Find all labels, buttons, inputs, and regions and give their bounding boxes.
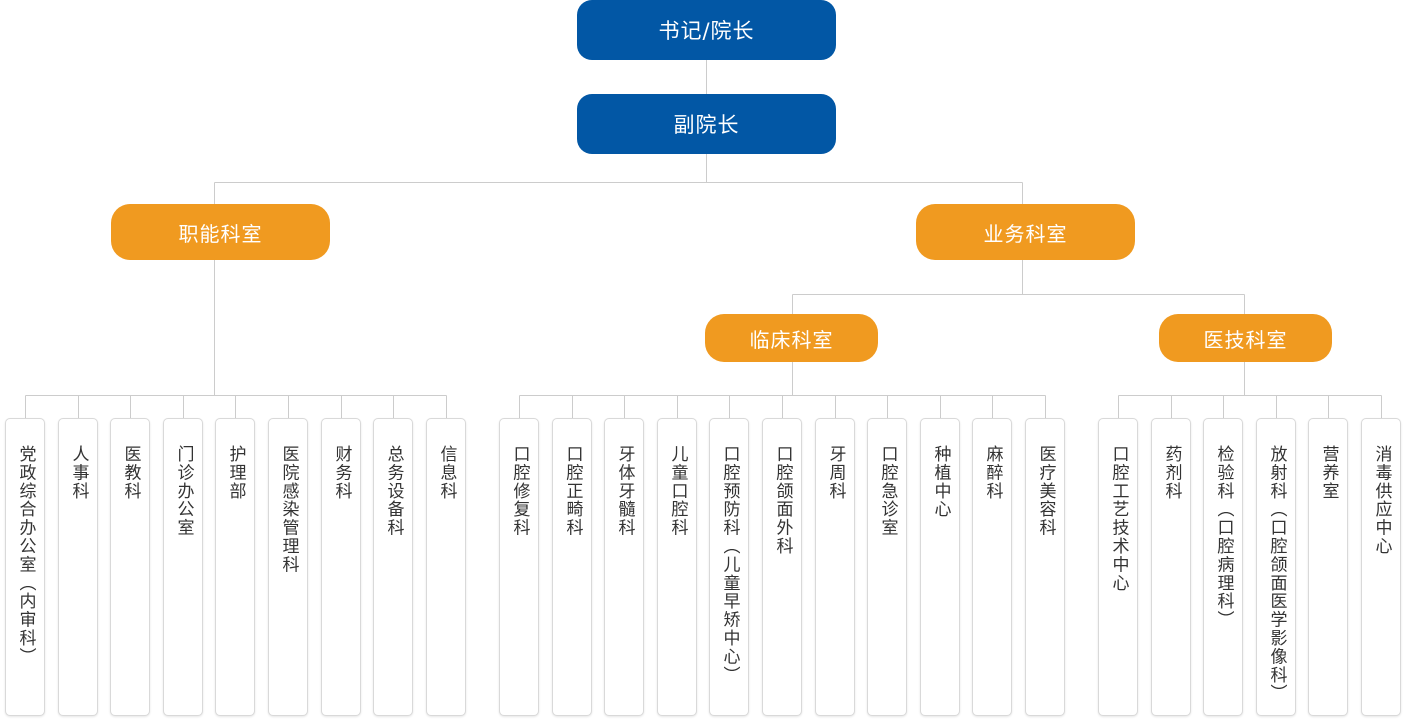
department-label: 药剂科: [1161, 445, 1182, 501]
node-secretary-president: 书记/院长: [577, 0, 836, 60]
department-label: 口腔修复科: [509, 445, 530, 537]
department-label: 检验科（口腔病理科）: [1213, 445, 1234, 629]
clinical-department-item: 牙体牙髓科: [604, 418, 644, 716]
clinical-department-item: 儿童口腔科: [657, 418, 697, 716]
department-label: 儿童口腔科: [667, 445, 688, 537]
department-label: 牙体牙髓科: [614, 445, 635, 537]
department-label: 口腔工艺技术中心: [1108, 445, 1129, 593]
department-label: 口腔颌面外科: [772, 445, 793, 556]
department-label: 财务科: [331, 445, 352, 501]
node-vice-president: 副院长: [577, 94, 836, 154]
department-label: 口腔预防科（儿童早矫中心）: [719, 445, 740, 685]
medtech-department-item: 消毒供应中心: [1361, 418, 1401, 716]
clinical-department-item: 牙周科: [815, 418, 855, 716]
clinical-department-item: 口腔颌面外科: [762, 418, 802, 716]
clinical-department-item: 口腔预防科（儿童早矫中心）: [709, 418, 749, 716]
node-functional-departments-label: 职能科室: [178, 221, 263, 246]
functional-department-item: 医教科: [110, 418, 150, 716]
functional-department-item: 信息科: [426, 418, 466, 716]
department-label: 麻醉科: [982, 445, 1003, 501]
node-clinical-departments-label: 临床科室: [749, 327, 834, 352]
node-vice-president-label: 副院长: [673, 113, 740, 137]
clinical-department-item: 口腔正畸科: [552, 418, 592, 716]
department-label: 信息科: [436, 445, 457, 501]
department-label: 营养室: [1318, 445, 1339, 501]
department-label: 护理部: [225, 445, 246, 501]
clinical-department-item: 口腔急诊室: [867, 418, 907, 716]
department-label: 放射科（口腔颌面医学影像科）: [1266, 445, 1287, 703]
clinical-department-item: 口腔修复科: [499, 418, 539, 716]
clinical-department-item: 麻醉科: [972, 418, 1012, 716]
medtech-department-item: 营养室: [1308, 418, 1348, 716]
department-label: 总务设备科: [383, 445, 404, 537]
department-label: 医教科: [120, 445, 141, 501]
department-label: 医院感染管理科: [278, 445, 299, 574]
department-label: 门诊办公室: [173, 445, 194, 537]
functional-department-item: 党政综合办公室（内审科）: [5, 418, 45, 716]
medtech-department-item: 放射科（口腔颌面医学影像科）: [1256, 418, 1296, 716]
node-functional-departments: 职能科室: [111, 204, 330, 260]
department-label: 人事科: [68, 445, 89, 501]
node-business-departments: 业务科室: [916, 204, 1135, 260]
department-label: 医疗美容科: [1035, 445, 1056, 537]
node-medtech-departments-label: 医技科室: [1203, 327, 1288, 352]
node-clinical-departments: 临床科室: [705, 314, 878, 362]
department-label: 口腔急诊室: [877, 445, 898, 537]
department-label: 种植中心: [930, 445, 951, 519]
department-label: 党政综合办公室（内审科）: [15, 445, 36, 666]
node-medtech-departments: 医技科室: [1159, 314, 1332, 362]
functional-department-item: 总务设备科: [373, 418, 413, 716]
medtech-department-item: 药剂科: [1151, 418, 1191, 716]
functional-department-item: 门诊办公室: [163, 418, 203, 716]
functional-department-item: 医院感染管理科: [268, 418, 308, 716]
node-secretary-president-label: 书记/院长: [658, 19, 755, 43]
medtech-department-item: 检验科（口腔病理科）: [1203, 418, 1243, 716]
functional-department-item: 人事科: [58, 418, 98, 716]
node-business-departments-label: 业务科室: [983, 221, 1068, 246]
clinical-department-item: 种植中心: [920, 418, 960, 716]
functional-department-item: 护理部: [215, 418, 255, 716]
department-label: 消毒供应中心: [1371, 445, 1392, 556]
department-label: 口腔正畸科: [562, 445, 583, 537]
functional-department-item: 财务科: [321, 418, 361, 716]
department-label: 牙周科: [825, 445, 846, 501]
clinical-department-item: 医疗美容科: [1025, 418, 1065, 716]
medtech-department-item: 口腔工艺技术中心: [1098, 418, 1138, 716]
